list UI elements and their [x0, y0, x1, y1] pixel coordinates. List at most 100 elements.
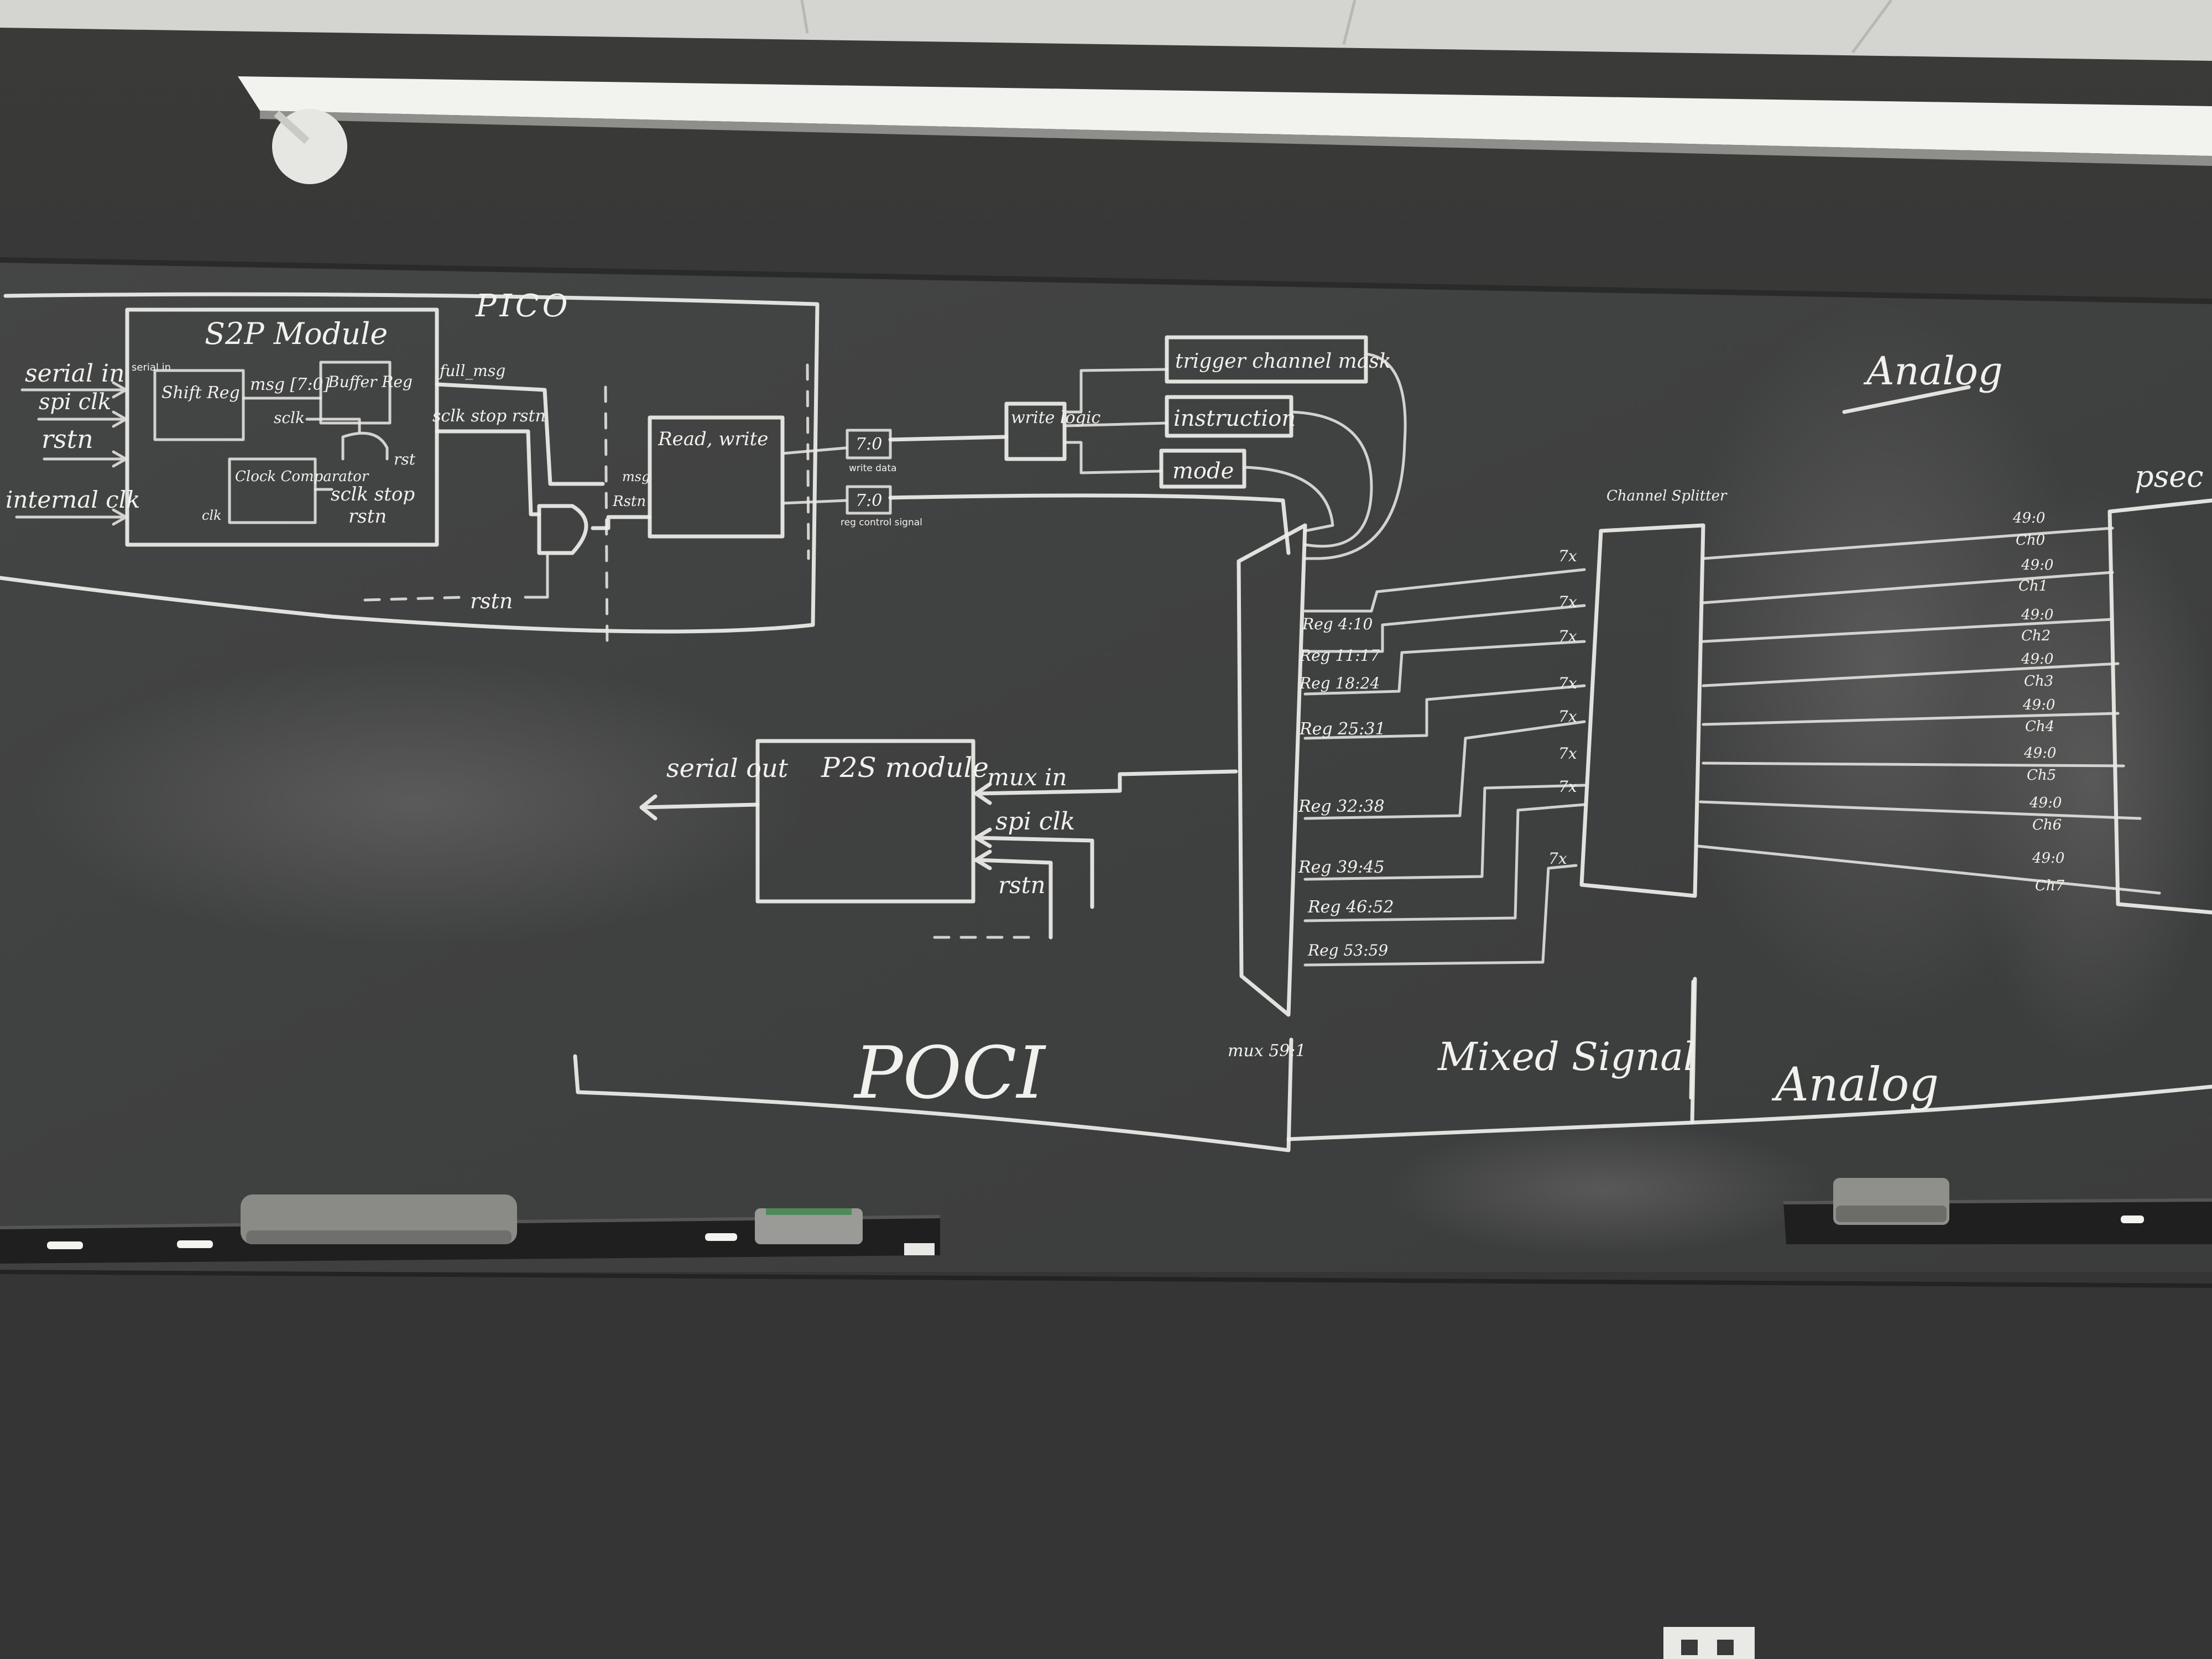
bus-range-label: 49:0 [2032, 850, 2064, 867]
analog-boundary [1690, 1084, 2212, 1125]
bus-wire [1303, 864, 1578, 967]
mixed-signal-region: Mixed Signal Reg 4:10 Reg 11:17 Reg 18:2… [1286, 488, 1728, 1141]
bus-range-label: 49:0 [2021, 651, 2053, 667]
channel-bus [1702, 618, 2114, 643]
wire-spi-clk [974, 827, 1094, 909]
bus-range-label: 49:0 [2029, 795, 2062, 811]
msg-bus-label: msg [7:0] [250, 375, 330, 394]
instruction-box [1165, 395, 1293, 438]
bus-width-label: 7x [1558, 778, 1577, 796]
sclk-label: sclk [274, 409, 305, 427]
wire-sclk [305, 418, 361, 433]
p2s-output-arrow [639, 794, 760, 821]
wire-reg-control [781, 499, 848, 505]
chalk-tray-right [1783, 1178, 2212, 1244]
clk-label: clk [202, 508, 222, 523]
input-arrow [20, 381, 128, 399]
bus-wire [1303, 604, 1586, 653]
reg-range-label: Reg 32:38 [1298, 797, 1385, 816]
channel-label: Ch6 [2032, 817, 2062, 833]
msg-label: msg [622, 469, 650, 484]
reg-control-box [846, 485, 892, 515]
channel-bus [1702, 712, 2120, 726]
buffer-reg-box [319, 361, 392, 425]
rstn-gate-label: Rstn [612, 493, 646, 510]
and-gate-small [341, 431, 389, 461]
channel-bus [1696, 844, 2161, 895]
tray-badge [904, 1243, 935, 1255]
wire-full-msg [435, 382, 605, 486]
input-arrow [43, 450, 128, 468]
ceiling [0, 0, 2212, 61]
bus-width-label: 7x [1558, 674, 1577, 692]
eraser-smudge [28, 658, 802, 946]
read-write-box [648, 415, 785, 539]
mixed-signal-title: Mixed Signal [1437, 1034, 1695, 1079]
p2s-module-box [755, 739, 975, 904]
bus-range-label: 49:0 [2021, 557, 2053, 573]
pico-boundary [0, 292, 820, 634]
projector-screen-shadow [260, 111, 2212, 166]
chalk-stick [705, 1233, 737, 1241]
bus-wire [1303, 784, 1586, 881]
channel-splitter-box [1579, 523, 1705, 898]
bus-width-label: 7x [1558, 547, 1577, 565]
ceiling-tile-seam [800, 0, 809, 34]
outlet-socket [1717, 1640, 1734, 1655]
bus-width-label: 7x [1558, 707, 1577, 726]
bus-width-label: 7x [1558, 627, 1577, 645]
bus-wire [1303, 684, 1586, 740]
bus-wire [1303, 803, 1586, 922]
input-arrow [37, 410, 128, 428]
bus-wire [1303, 640, 1586, 696]
mux-59-to-1 [1237, 523, 1307, 1017]
wall-lower [0, 1272, 2212, 1659]
and-gate [537, 504, 588, 555]
full-msg-label: full_msg [439, 362, 505, 380]
input-serial-in: serial in [25, 359, 124, 388]
bus-range-label: 49:0 [2021, 607, 2053, 623]
bus-range-label: 49:0 [2022, 697, 2055, 713]
wire-write-logic-mode [1063, 441, 1163, 474]
s2p-module-box [125, 307, 439, 547]
poci-title: POCI [853, 1031, 1047, 1115]
channel-label: Ch5 [2027, 767, 2056, 784]
wire-control-signal [888, 493, 1291, 555]
chalkboard-top-frame [0, 257, 2212, 304]
wire-trigger-to-mux [1303, 352, 1407, 560]
eraser-smudge [1963, 487, 2212, 1062]
channel-label: Ch0 [2016, 532, 2045, 549]
bus-width-label: 7x [1558, 744, 1577, 763]
mode-label: mode [1172, 458, 1234, 484]
mixed-signal-boundary [1286, 977, 1697, 1141]
wire-instruction-to-mux [1290, 410, 1373, 548]
wire-write-logic-trigger [1063, 368, 1168, 414]
reg-range-label: Reg 53:59 [1307, 941, 1388, 959]
write-logic-box [1004, 401, 1067, 461]
wire-and-output [591, 515, 652, 530]
reg-write-data-label: 7:0 [855, 435, 882, 454]
eraser-smudge [1383, 1123, 1825, 1255]
trigger-channel-mask-box [1165, 335, 1368, 384]
pico-region: PICO S2P Module serial in spi clk rstn i… [0, 288, 1407, 651]
board-eraser [755, 1208, 863, 1244]
rst-label: rst [394, 450, 416, 468]
pico-title: PICO [475, 288, 571, 324]
p2s-input-mux-in: mux in [987, 764, 1067, 791]
wire-sclk-stop [435, 429, 541, 517]
write-data-caption: write data [849, 463, 896, 474]
s2p-rstn-label: rstn [348, 505, 387, 528]
analog-title: Analog [1771, 1057, 1939, 1112]
buffer-reg-label: Buffer Reg [327, 373, 413, 391]
board-eraser-felt [246, 1230, 512, 1244]
wire-write-data [781, 446, 848, 455]
chalk-stick [177, 1240, 213, 1248]
analog-title-top: Analog [1863, 348, 2003, 394]
poci-boundary [573, 1037, 1293, 1152]
poci-region: POCI P2S module serial out mux in spi cl… [573, 523, 1307, 1152]
chalk-tray-left [0, 1194, 941, 1264]
board-eraser-felt [1836, 1206, 1947, 1222]
analog-title-underline [1842, 385, 1971, 414]
wire-rstn-bottom [524, 551, 549, 599]
